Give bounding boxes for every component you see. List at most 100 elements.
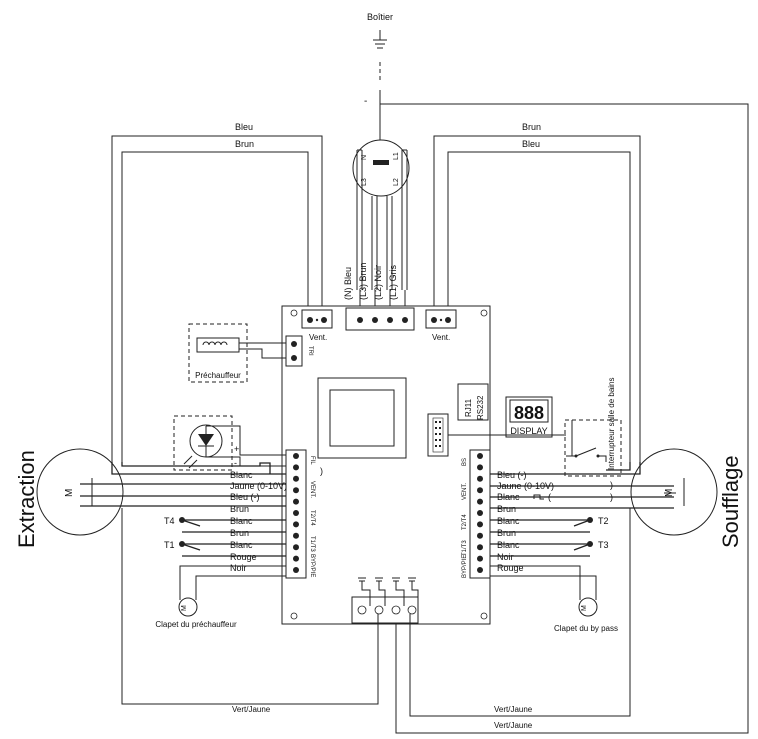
t4-label: T4: [164, 516, 175, 526]
right-wire-label: Blanc: [497, 492, 520, 502]
svg-text:): ): [320, 466, 323, 476]
left-terminal-screw: [293, 453, 299, 459]
rs232-label: RS232: [476, 395, 485, 420]
soufflage-motor: [630, 448, 718, 536]
top-right-brun: Brun: [522, 122, 541, 132]
power-terminal: [345, 307, 415, 331]
prechauffeur-box: [188, 323, 248, 383]
ground-symbol: Boîtier -: [364, 12, 393, 140]
t3-label: T3: [598, 540, 609, 550]
left-wire-label: Brun: [230, 528, 249, 538]
left-t1t3-label: T1/T3: [309, 536, 315, 552]
ribbon-connector: [427, 413, 449, 457]
display-digits: 888: [514, 403, 544, 423]
right-wire-label: Bleu (-): [497, 470, 527, 480]
ground-wire: [380, 103, 749, 734]
sensor-box: [173, 415, 233, 471]
right-bs-label: BS: [462, 458, 468, 466]
interrupteur-box: [564, 419, 622, 477]
left-terminal-block: [285, 449, 307, 579]
vent-label-right: Vent.: [432, 333, 450, 342]
rj11-label: RJ11: [464, 398, 473, 417]
left-terminal-screw: [293, 532, 299, 539]
left-wire-label: Jaune (0-10V): [230, 481, 287, 491]
power-plug: N L1 L3 L2: [352, 139, 410, 197]
right-terminal-screw: [477, 544, 483, 551]
left-terminal-screw: [293, 544, 299, 551]
left-terminal-screw: [293, 567, 299, 573]
left-terminal-screw: [293, 464, 299, 471]
left-terminal-screw: [293, 498, 299, 505]
extraction-label: Extraction: [14, 450, 39, 548]
left-wire-label: Rouge: [230, 552, 257, 562]
vent-connector-left: [301, 309, 333, 329]
right-terminal-screw: [477, 475, 483, 482]
left-vent-label: VENT.: [309, 481, 315, 498]
ground-minus: -: [364, 96, 367, 107]
control-board: [281, 305, 491, 625]
power-label-noir: (L2) Noir: [373, 265, 383, 300]
left-wire-label: Blanc: [230, 470, 253, 480]
right-wire-label: Blanc: [497, 516, 520, 526]
power-label-bleu: (N) Bleu: [343, 267, 353, 300]
svg-text:M: M: [181, 605, 188, 611]
vent-label-left: Vent.: [309, 333, 327, 342]
right-terminal-screw: [477, 498, 483, 505]
tri-label: TRI: [307, 346, 313, 356]
svg-text:L2: L2: [393, 178, 400, 186]
right-terminal-screw: [477, 532, 483, 539]
top-right-bleu: Bleu: [522, 139, 540, 149]
top-left-brun: Brun: [235, 139, 254, 149]
power-label-gris: (L1) Gris: [388, 264, 398, 300]
t2-label: T2: [598, 516, 609, 526]
right-wire-label: Brun: [497, 504, 516, 514]
t1-label: T1: [164, 540, 175, 550]
prechauffeur-label: Préchauffeur: [195, 371, 241, 380]
sensor-minus: -: [234, 458, 237, 468]
right-wire-label: Jaune (0-10V): [497, 481, 554, 491]
left-terminal-screw: [293, 521, 299, 528]
vert-jaune-right: Vert/Jaune: [494, 705, 533, 714]
right-terminal-screw: [477, 510, 483, 516]
right-terminal-screw: [477, 453, 483, 459]
vert-jaune-bottom: Vert/Jaune: [494, 721, 533, 730]
clapet-prechauffeur-label: Clapet du préchauffeur: [155, 620, 237, 629]
extraction-motor: [36, 448, 124, 536]
interrupteur-label: Interrupteur salle de bains: [607, 378, 616, 471]
top-left-bleu: Bleu: [235, 122, 253, 132]
left-wire-label: Noir: [230, 563, 247, 573]
right-terminal-screw: [477, 487, 483, 494]
svg-text:L1: L1: [393, 152, 400, 160]
left-bypie-label: BYP/PIE: [309, 554, 315, 577]
svg-text:N: N: [361, 155, 368, 160]
svg-text:): ): [610, 492, 613, 502]
boitier-label: Boîtier: [367, 12, 393, 22]
soufflage-label: Soufflage: [718, 455, 743, 548]
left-fil-label: FIL: [309, 456, 315, 465]
right-terminal-screw: [477, 464, 483, 471]
right-terminal-screw: [477, 555, 483, 562]
display-label: DISPLAY: [510, 426, 547, 436]
left-wire-label: Blanc: [230, 540, 253, 550]
left-terminal-screw: [293, 487, 299, 494]
right-vent-label: VENT.: [462, 483, 468, 500]
right-t2t4-label: T2/T4: [462, 514, 468, 530]
left-wire-label: Brun: [230, 504, 249, 514]
svg-text:M: M: [581, 605, 588, 611]
left-wire-label: Bleu (-): [230, 492, 260, 502]
svg-text:): ): [610, 480, 613, 490]
tri-connector: [285, 335, 303, 367]
left-wire-label: Blanc: [230, 516, 253, 526]
left-terminal-screw: [293, 555, 299, 562]
right-wire-label: Brun: [497, 528, 516, 538]
clapet-bypass-motor: [578, 597, 598, 617]
right-wire-label: Noir: [497, 552, 514, 562]
right-wire-label: Blanc: [497, 540, 520, 550]
right-bypie-label: BYP/PIE: [462, 555, 468, 578]
power-label-brun: (L3) Brun: [358, 262, 368, 300]
svg-text:(: (: [548, 492, 551, 502]
extraction-motor-m: M: [64, 489, 75, 497]
svg-text:L3: L3: [361, 178, 368, 186]
right-terminal-screw: [477, 521, 483, 528]
